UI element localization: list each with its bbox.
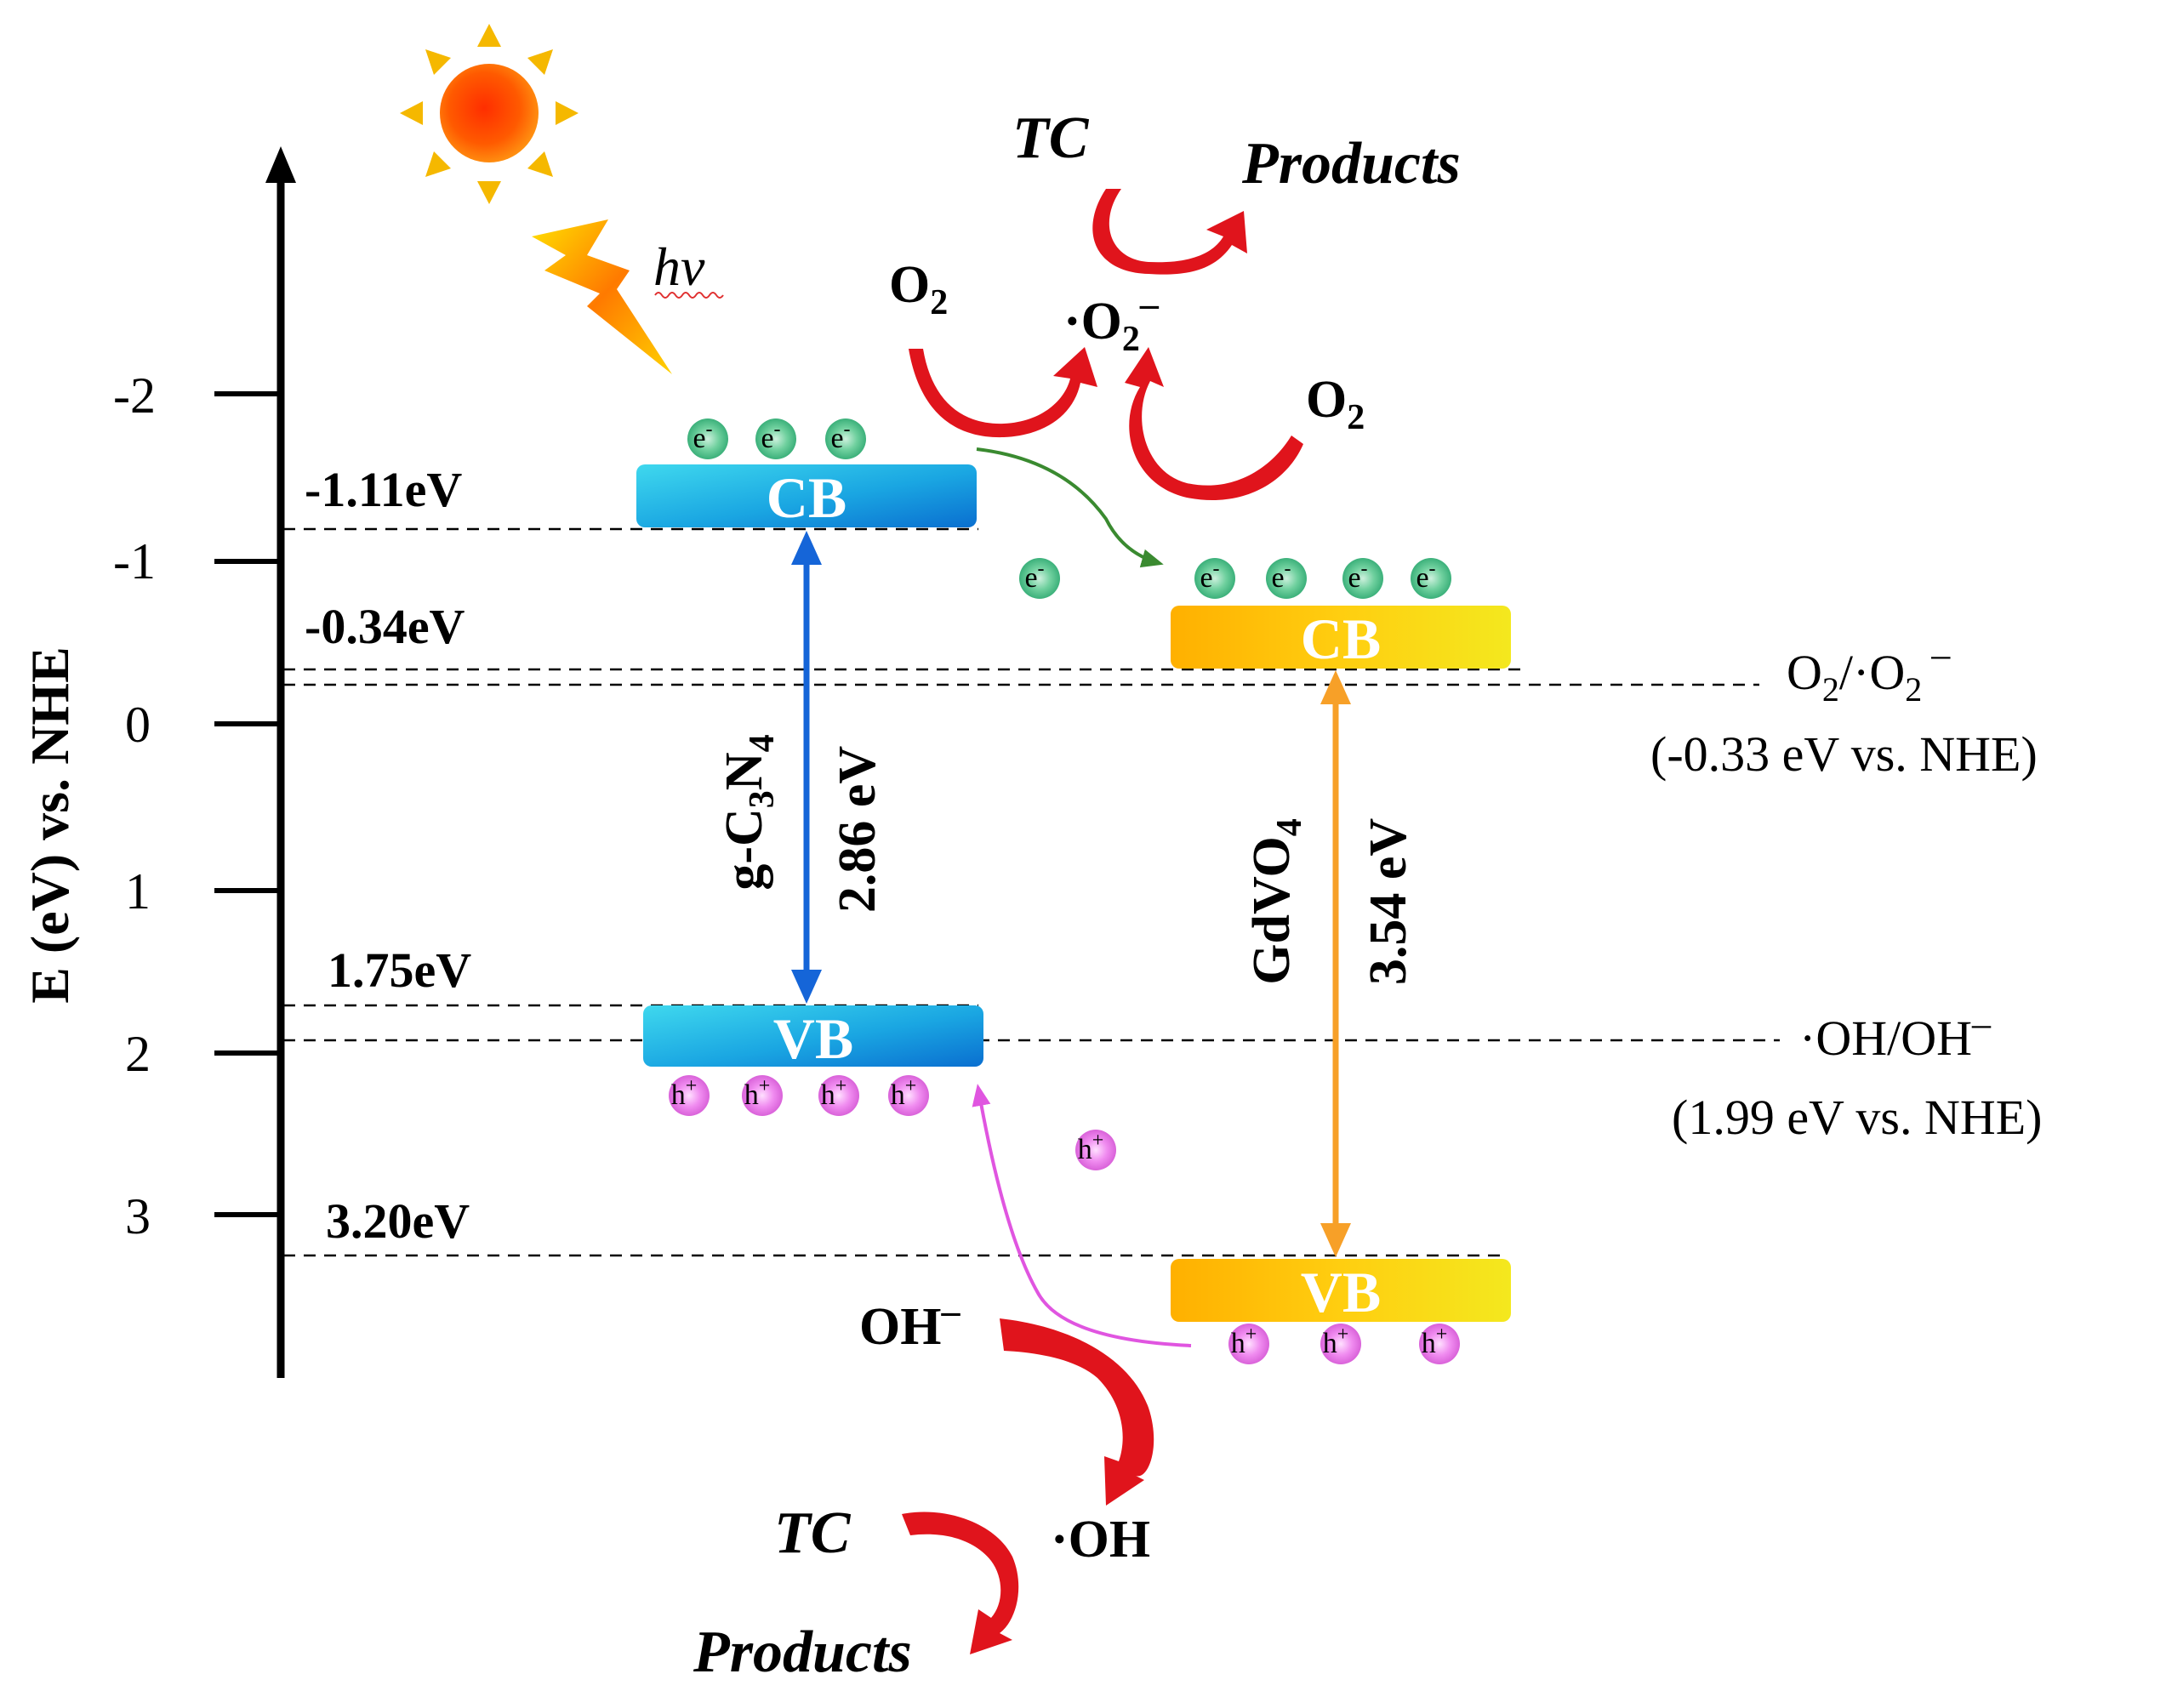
electron: e-	[1266, 558, 1307, 599]
tc-label-bottom: TC	[774, 1500, 852, 1566]
electron: e-	[1019, 558, 1060, 599]
energy-axis: -2 -1 0 1 2 3 E (eV) vs. NHE	[20, 146, 296, 1378]
oh-minus-label: OH–	[859, 1290, 960, 1356]
oh-radical-label: ·OH	[1051, 1511, 1150, 1569]
axis-title: E (eV) vs. NHE	[20, 646, 80, 1004]
lightning-bolt-icon	[532, 219, 672, 374]
electron: e-	[1411, 558, 1451, 599]
gcn-conduction-band	[636, 464, 977, 527]
superoxide-label: ·O2–	[1063, 283, 1160, 359]
gdvo4-bandgap-arrow	[1320, 670, 1351, 1257]
tick-label: 3	[125, 1188, 151, 1244]
curved-arrow-tc-products-bottom	[902, 1512, 1019, 1654]
o2-left-sub: 2	[930, 283, 948, 322]
hole: h+	[1228, 1324, 1269, 1364]
light-label: hv	[653, 236, 705, 297]
gcn-bandgap-arrow	[791, 531, 822, 1004]
gdvo4-cb-label: CB	[1301, 606, 1381, 671]
o2-right-o: O	[1306, 371, 1347, 429]
hp-main: ·OH/OH	[1799, 1011, 1972, 1066]
hp-sup: –	[1971, 1003, 1992, 1045]
gcn-cb-label: CB	[767, 465, 846, 530]
hole: h+	[1075, 1130, 1116, 1170]
sun-icon	[400, 24, 579, 204]
gdvo4-conduction-band	[1171, 606, 1511, 669]
hole: h+	[888, 1075, 929, 1116]
gcn-name-prefix: g-C	[715, 808, 773, 890]
hole: h+	[1419, 1324, 1460, 1364]
products-label-top: Products	[1241, 131, 1461, 196]
superoxide-potential-label: O2/·O2 –	[1787, 634, 1951, 709]
superoxide-sup: –	[1139, 283, 1160, 325]
tick-label: 0	[125, 697, 151, 753]
hole: h+	[818, 1075, 859, 1116]
oh-minus-main: OH	[859, 1298, 941, 1356]
oh-minus-sup: –	[940, 1290, 960, 1332]
curved-arrow-superoxide-o2	[1125, 347, 1303, 501]
tick-label: -1	[113, 533, 156, 589]
electron: e-	[825, 418, 866, 459]
electron-transfer-arrow	[976, 447, 1164, 568]
o2-left-o: O	[889, 256, 930, 314]
axis-arrowhead	[265, 146, 296, 183]
products-label-bottom: Products	[693, 1620, 912, 1685]
sp-o: O	[1787, 645, 1822, 700]
gdvo4-bandgap-value: 3.54 eV	[1359, 818, 1417, 986]
gcn-cb-level-label: -1.11eV	[305, 462, 462, 517]
sp-sub1: 2	[1822, 670, 1839, 709]
gcn-vb-level-label: 1.75eV	[328, 942, 471, 998]
gdvo4-valence-band	[1171, 1259, 1511, 1322]
electron: e-	[755, 418, 796, 459]
electron: e-	[1342, 558, 1383, 599]
hydroxyl-potential-label: ·OH/OH–	[1799, 1003, 1992, 1066]
tick-label: 2	[125, 1026, 151, 1082]
o2-label-left: O2	[889, 256, 948, 322]
gcn-vb-label: VB	[773, 1006, 853, 1071]
superoxide-reactions: TC Products O2 ·O2– O2	[889, 105, 1461, 501]
tick-label: -2	[113, 367, 156, 424]
holes: h+ h+ h+ h+ h+ h+ h+ h+	[669, 1075, 1460, 1364]
sp-sub2: 2	[1905, 670, 1922, 709]
gcn-bandgap-value: 2.86 eV	[829, 746, 886, 914]
gdvo4-name-prefix: GdVO	[1243, 836, 1301, 984]
sp-sup: –	[1922, 634, 1951, 675]
reference-lines	[283, 527, 1780, 1257]
gcn-valence-band	[643, 1005, 983, 1067]
spellcheck-underline	[654, 292, 724, 299]
hole: h+	[742, 1075, 783, 1116]
superoxide-main: ·O	[1063, 293, 1122, 350]
electron: e-	[687, 418, 728, 459]
curved-arrow-tc-products	[1092, 189, 1247, 275]
hole-transfer-arrow	[972, 1084, 1192, 1347]
curved-arrow-oh-radical	[1000, 1318, 1154, 1506]
gdvo4-cb-level-label: -0.34eV	[305, 599, 465, 654]
gdvo4-vb-label: VB	[1301, 1260, 1381, 1324]
gcn-name-mid: N	[715, 752, 773, 790]
superoxide-potential-value: (-0.33 eV vs. NHE)	[1650, 726, 2038, 782]
gdvo4-vb-level-label: 3.20eV	[326, 1193, 470, 1249]
hole: h+	[1320, 1324, 1361, 1364]
sp-mid: /·O	[1839, 645, 1905, 700]
gdvo4-sub: 4	[1270, 818, 1309, 836]
hydroxyl-reactions: OH– ·OH TC Products	[693, 1290, 1154, 1685]
hydroxyl-potential-value: (1.99 eV vs. NHE)	[1672, 1090, 2042, 1145]
electrons: e-e-e-e-e-e-e-e-	[687, 418, 1451, 599]
o2-right-sub: 2	[1347, 398, 1365, 437]
hole: h+	[669, 1075, 710, 1116]
gdvo4-material-label: GdVO4	[1243, 818, 1309, 984]
tc-label-top: TC	[1012, 105, 1090, 171]
tick-label: 1	[125, 863, 151, 919]
gcn-sub-1: 3	[743, 790, 782, 808]
axis-ticks	[214, 391, 281, 1217]
curved-arrow-o2-superoxide	[909, 347, 1097, 438]
superoxide-sub: 2	[1122, 320, 1140, 359]
electron: e-	[1194, 558, 1235, 599]
gcn-material-label: g-C3N4	[715, 734, 782, 890]
o2-label-right: O2	[1306, 371, 1365, 437]
gcn-sub-2: 4	[743, 734, 782, 752]
